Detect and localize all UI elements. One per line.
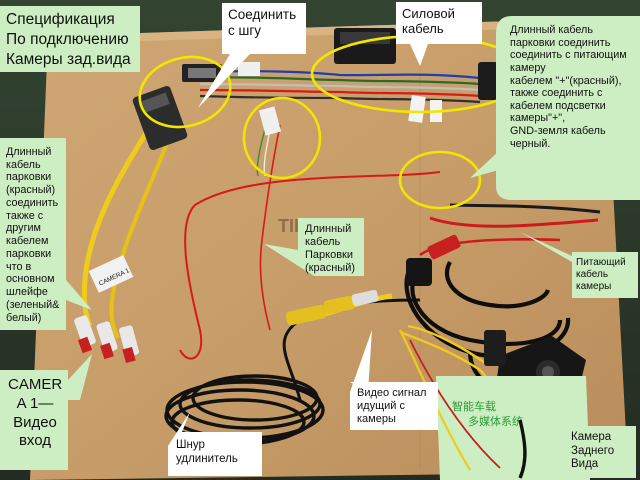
red-parking-wire	[179, 171, 441, 360]
yellow-video-cable-left	[81, 108, 163, 328]
cable-tag-4	[238, 62, 260, 76]
black-wire-over-box	[518, 419, 527, 479]
camera-power-lead-red	[429, 216, 599, 228]
label-rear-camera: Камера Заднего Вида	[571, 431, 615, 471]
label-camera1-video-input: CAMER A 1— Видео вход	[8, 376, 63, 450]
printed-box-corner	[436, 376, 590, 480]
printed-box-text-line-1: 智能车载	[452, 399, 496, 413]
camera1-tag	[88, 255, 134, 293]
label-camera-power-cable: Питающий кабель камеры	[576, 257, 626, 292]
yellow-video-cable-right2	[407, 324, 489, 366]
black-socket	[406, 258, 432, 286]
headunit-plug-face	[139, 92, 170, 114]
label-specification-title: Спецификация По подключению Камеры зад.в…	[6, 11, 131, 69]
callout-power-bg	[396, 2, 482, 66]
callout-connect-bg	[198, 3, 306, 108]
small-connector-pins	[188, 68, 216, 78]
callout-video-bg	[350, 330, 438, 430]
callout-title-bg	[0, 6, 140, 72]
label-parking-cable: Длинный кабель Парковки (красный)	[305, 223, 355, 274]
callout-powercam-bg	[520, 232, 638, 298]
label-extension-cord: Шнур удлинитель	[176, 439, 238, 466]
rca-coupler-3	[351, 289, 379, 307]
printed-box-text: 智能车载 多媒体系统	[452, 399, 523, 428]
callout-camera1-bg	[0, 354, 92, 470]
callout-extender-bg	[168, 412, 262, 476]
label-power-cable: Силовой кабель	[402, 6, 455, 37]
rca-coupler	[285, 304, 327, 326]
ring-red-end	[398, 150, 482, 210]
printed-box-text-line-2: 多媒体系统	[468, 414, 523, 428]
power-connector-top	[340, 32, 390, 44]
label-left-parking-cable-note: Длинный кабель парковки (красный) соедин…	[6, 146, 60, 324]
label-connect-headunit: Соединить с шгу	[228, 7, 297, 38]
rca-coupler-2	[323, 295, 355, 315]
red-power-plug	[427, 234, 461, 260]
red-wire-over-box	[409, 339, 501, 469]
rca-plugs	[74, 315, 139, 364]
callout-longcable-bg	[470, 16, 640, 200]
callout-leftcable-bg	[0, 138, 92, 330]
callout-parking-bg	[264, 218, 364, 276]
label-video-signal: Видео сигнал идущий с камеры	[357, 387, 427, 425]
cable-tag-3	[258, 106, 282, 136]
extension-cable-coil	[164, 374, 325, 446]
power-plug-right	[478, 62, 498, 100]
ring-headunit-plug	[138, 55, 232, 129]
ring-green-white	[242, 96, 322, 180]
label-long-parking-cable-note: Длинный кабель парковки соединить соедин…	[510, 24, 627, 150]
red-parking-wire-2	[259, 124, 281, 331]
cable-tag-1	[408, 95, 426, 123]
callout-reacam-bg	[548, 410, 636, 478]
camera-power-lead	[449, 203, 601, 214]
